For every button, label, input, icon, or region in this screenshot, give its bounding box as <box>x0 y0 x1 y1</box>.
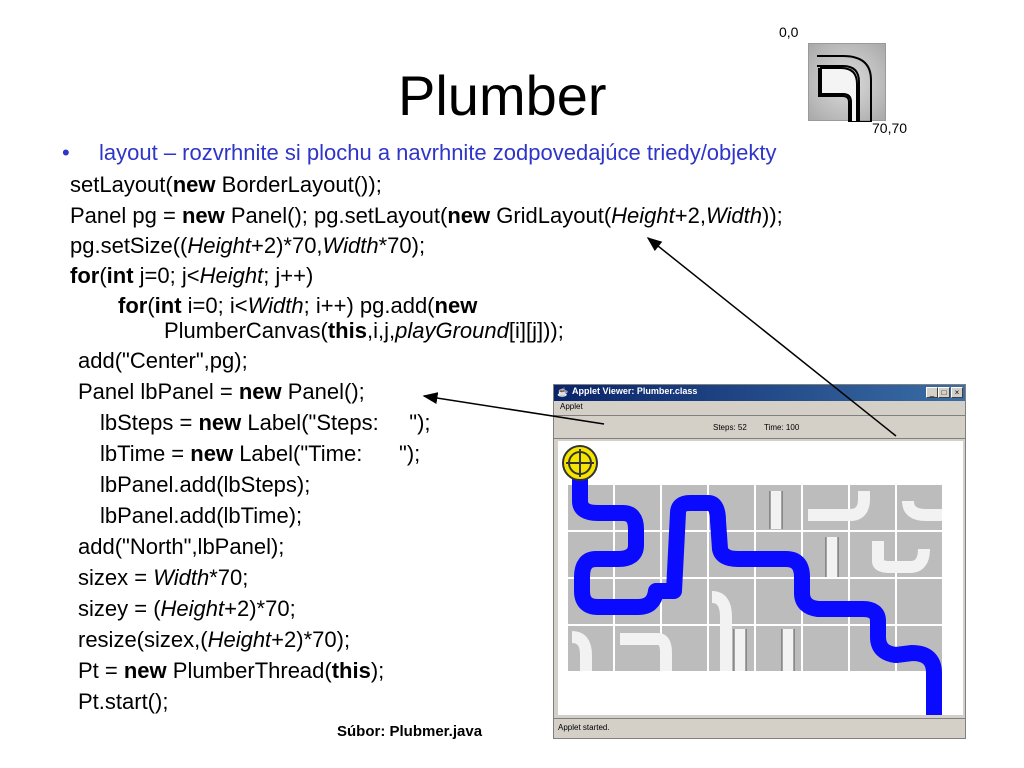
code-line: resize(sizex,(Height+2)*70); <box>78 627 351 652</box>
steps-label: Steps: 52 <box>713 423 747 432</box>
bullet-dot: • <box>62 140 70 165</box>
label-panel: Steps: 52 Time: 100 <box>554 415 965 439</box>
code-line: add("North",lbPanel); <box>78 534 285 559</box>
code-line: for(int j=0; j<Height; j++) <box>70 263 314 288</box>
code-line: sizex = Width*70; <box>78 565 249 590</box>
applet-window-title: Applet Viewer: Plumber.class <box>572 386 698 396</box>
java-cup-icon: ☕ <box>557 387 569 397</box>
code-line: pg.setSize((Height+2)*70,Width*70); <box>70 233 426 258</box>
applet-status-bar: Applet started. <box>554 718 965 738</box>
pipe-tile-example <box>808 43 886 123</box>
coord-origin-label: 0,0 <box>779 24 799 40</box>
applet-status-text: Applet started. <box>558 723 610 732</box>
maximize-button[interactable]: □ <box>938 387 950 398</box>
bullet-text: layout – rozvrhnite si plochu a navrhnit… <box>99 140 777 165</box>
code-line: lbSteps = new Label("Steps: "); <box>100 410 431 435</box>
valve-wheel-icon <box>562 445 598 481</box>
code-line: lbPanel.add(lbSteps); <box>100 472 311 497</box>
coord-size-label: 70,70 <box>872 120 908 136</box>
empty-pipes-outline <box>733 491 839 671</box>
code-line: PlumberCanvas(this,i,j,playGround[i][j])… <box>164 318 564 343</box>
arrow-gridlayout <box>646 237 897 437</box>
code-line: Pt.start(); <box>78 689 169 714</box>
empty-pipes <box>571 491 942 671</box>
minimize-button[interactable]: _ <box>926 387 938 398</box>
code-line: lbTime = new Label("Time: "); <box>100 441 421 466</box>
applet-title-bar[interactable]: ☕ Applet Viewer: Plumber.class _ □ × <box>554 385 965 401</box>
arrow-lbpanel <box>422 392 605 425</box>
menu-applet[interactable]: Applet <box>560 402 583 411</box>
code-line: add("Center",pg); <box>78 348 248 373</box>
code-line: setLayout(new BorderLayout()); <box>70 172 382 197</box>
filled-pipes <box>572 471 942 715</box>
code-line: Panel lbPanel = new Panel(); <box>78 379 365 404</box>
game-board[interactable] <box>558 441 963 715</box>
code-line: lbPanel.add(lbTime); <box>100 503 303 528</box>
close-button[interactable]: × <box>951 387 963 398</box>
pipe-grid <box>558 445 963 715</box>
code-line: Panel pg = new Panel(); pg.setLayout(new… <box>70 203 783 228</box>
code-line: Pt = new PlumberThread(this); <box>78 658 385 683</box>
time-label: Time: 100 <box>764 423 800 432</box>
file-label: Súbor: Plubmer.java <box>337 723 483 740</box>
page-title: Plumber <box>398 64 607 127</box>
code-line: sizey = (Height+2)*70; <box>78 596 296 621</box>
code-line: for(int i=0; i<Width; i++) pg.add(new <box>118 293 478 318</box>
applet-window: ☕ Applet Viewer: Plumber.class _ □ × App… <box>553 384 966 739</box>
